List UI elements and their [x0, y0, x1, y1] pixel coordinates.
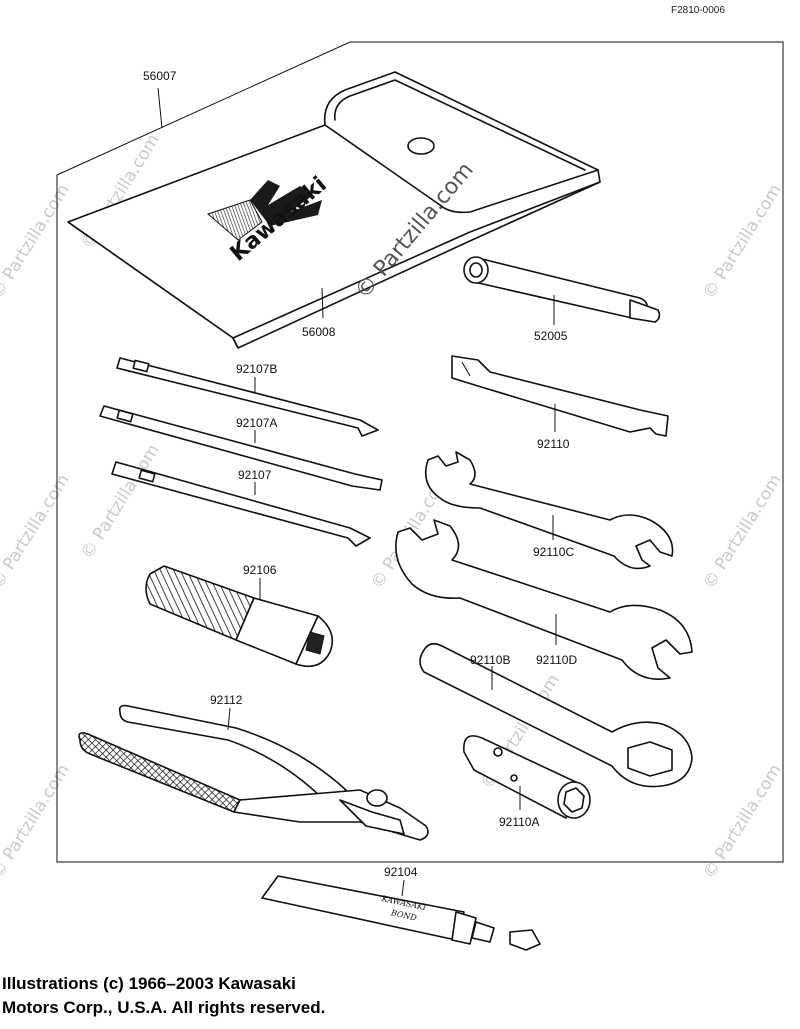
spanner-92110 — [451, 355, 669, 437]
figure-code: F2810-0006 — [671, 5, 725, 16]
plug-wrench-92110a — [463, 735, 591, 819]
label-92107b: 92107B — [236, 362, 277, 376]
watermark-tile: © Partzilla.com — [0, 761, 74, 883]
watermark-tile: © Partzilla.com — [699, 471, 785, 593]
label-92104: 92104 — [384, 865, 418, 879]
label-56007: 56007 — [143, 69, 177, 83]
diagram-frame — [56, 41, 784, 863]
bond-tube-92104: KAWASAKI BOND — [261, 875, 541, 951]
snap-button-icon — [407, 137, 435, 155]
label-56008: 56008 — [302, 325, 336, 339]
leader-92112 — [227, 707, 231, 731]
label-92110d: 92110D — [536, 653, 577, 667]
label-92110c: 92110C — [533, 545, 574, 559]
watermark-tile: © Partzilla.com — [699, 761, 785, 883]
screwdriver-92107b — [116, 357, 379, 437]
handle-extension — [463, 256, 661, 323]
pivot-bolt-icon — [366, 789, 388, 807]
label-92110: 92110 — [537, 437, 570, 451]
watermark-tile: © Partzilla.com — [0, 471, 74, 593]
leader-56007 — [157, 87, 163, 129]
copyright-line2: Motors Corp., U.S.A. All rights reserved… — [2, 998, 326, 1017]
wrench-92110c — [424, 451, 674, 570]
copyright-line1: Illustrations (c) 1966–2003 Kawasaki — [2, 974, 296, 993]
leader-92104 — [401, 879, 405, 897]
pliers-92112 — [78, 704, 429, 841]
label-52005: 52005 — [534, 329, 568, 343]
watermark-tile: © Partzilla.com — [699, 181, 785, 303]
watermark-tile: © Partzilla.com — [0, 181, 74, 303]
screwdriver-92107a — [99, 405, 383, 491]
screwdriver-92107 — [111, 461, 371, 547]
label-92107: 92107 — [238, 468, 272, 482]
label-92110a: 92110A — [499, 815, 539, 829]
leader-56008 — [321, 287, 324, 319]
watermark-tile: © Partzilla.com — [77, 441, 163, 563]
box-wrench-92110b — [419, 642, 693, 788]
label-92110b: 92110B — [470, 653, 510, 667]
tool-bag: Kawasaki — [67, 71, 601, 349]
grip-92106 — [145, 565, 334, 668]
wrench-92110d — [395, 519, 693, 680]
label-92112: 92112 — [210, 693, 243, 707]
label-92106: 92106 — [243, 563, 277, 577]
copyright-notice: Illustrations (c) 1966–2003 Kawasaki Mot… — [2, 972, 562, 1020]
label-92107a: 92107A — [236, 416, 277, 430]
